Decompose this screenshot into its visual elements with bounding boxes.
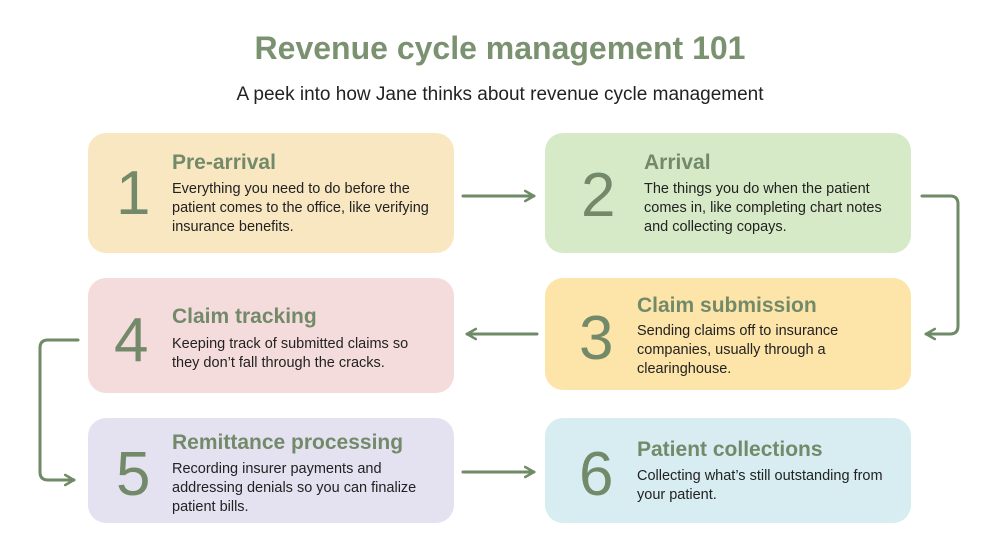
step-title: Arrival — [644, 151, 711, 174]
arrow-4-to-5 — [38, 338, 80, 487]
step-card-arrival: 2 Arrival The things you do when the pat… — [545, 133, 911, 253]
step-number: 5 — [116, 440, 151, 509]
step-title: Remittance processing — [172, 431, 404, 454]
step-card-pre-arrival: 1 Pre-arrival Everything you need to do … — [88, 133, 454, 253]
page-subtitle: A peek into how Jane thinks about revenu… — [236, 84, 764, 105]
step-title: Claim submission — [637, 294, 817, 317]
step-card-patient-collections: 6 Patient collections Collecting what’s … — [545, 418, 911, 523]
step-card-claim-submission: 3 Claim submission Sending claims off to… — [545, 278, 911, 390]
step-number: 4 — [114, 306, 149, 375]
step-description: Sending claims off to insurance companie… — [637, 323, 839, 377]
step-number: 1 — [116, 159, 151, 228]
arrow-2-to-3 — [920, 194, 960, 341]
step-title: Patient collections — [637, 438, 823, 461]
step-description: Everything you need to do before the pat… — [172, 181, 429, 235]
step-description: The things you do when the patient comes… — [644, 181, 882, 235]
page-title: Revenue cycle management 101 — [254, 30, 746, 66]
step-description: Keeping track of submitted claims so the… — [172, 336, 409, 371]
step-number: 6 — [579, 440, 614, 509]
step-description: Collecting what’s still outstanding from… — [637, 468, 883, 503]
step-title: Claim tracking — [172, 305, 317, 328]
step-number: 2 — [581, 161, 616, 230]
step-card-claim-tracking: 4 Claim tracking Keeping track of submit… — [88, 278, 454, 393]
step-title: Pre-arrival — [172, 151, 276, 174]
step-card-remittance-processing: 5 Remittance processing Recording insure… — [88, 418, 454, 523]
step-number: 3 — [579, 304, 614, 373]
step-description: Recording insurer payments and addressin… — [172, 461, 417, 515]
